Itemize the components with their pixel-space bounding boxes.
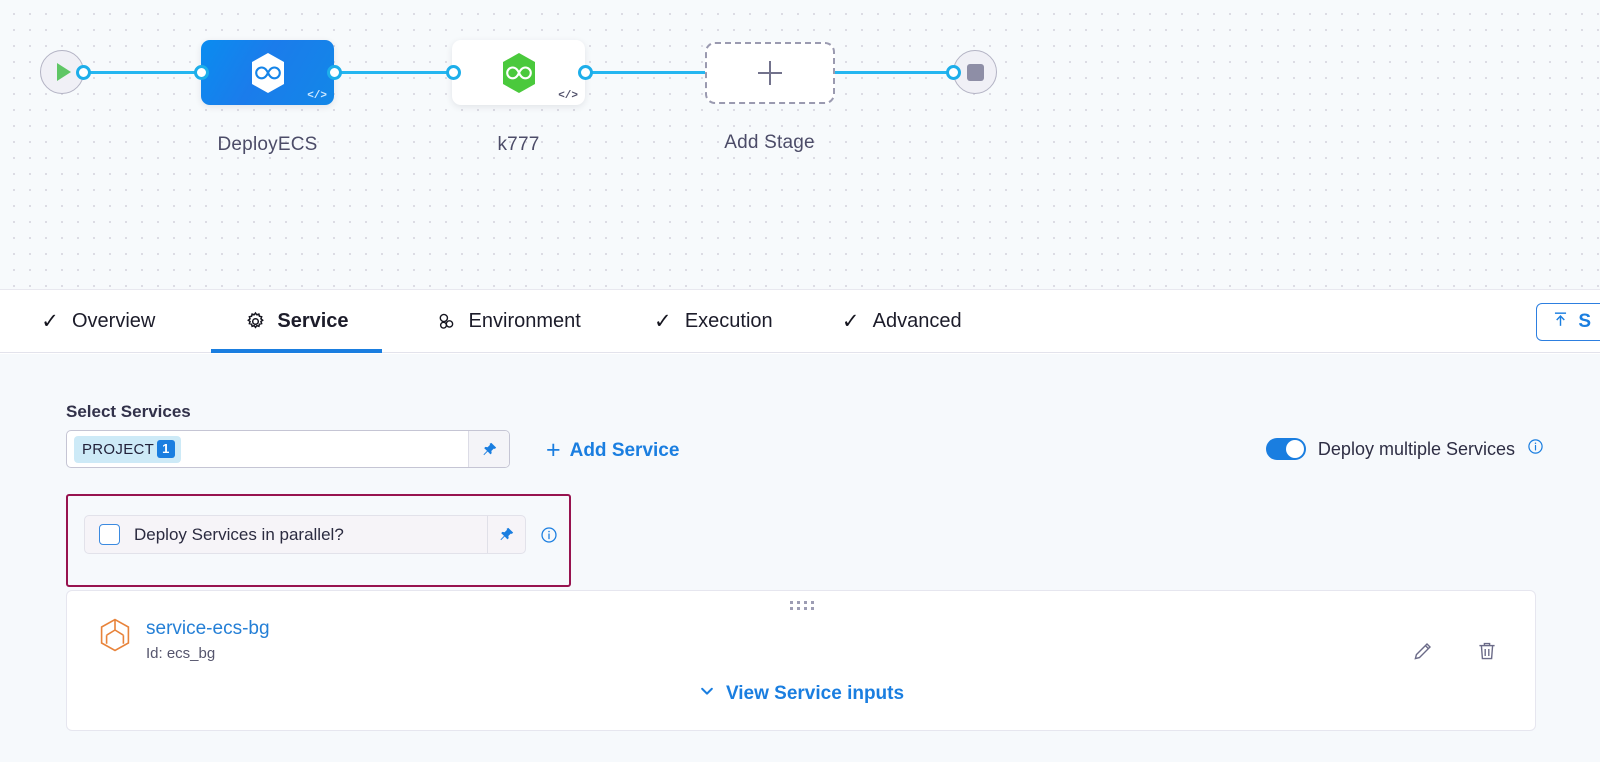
toggle-knob — [1285, 440, 1304, 458]
port-deployecs-out[interactable] — [327, 65, 342, 80]
plus-icon: + — [546, 436, 561, 464]
check-icon: ✓ — [654, 310, 672, 333]
select-services-label: Select Services — [66, 402, 191, 421]
stage-label-deployecs: DeployECS — [217, 134, 318, 155]
info-icon[interactable] — [1527, 438, 1544, 460]
deploy-multiple-services-toggle[interactable] — [1265, 438, 1306, 460]
save-button[interactable]: S — [1536, 303, 1600, 341]
deploy-multiple-services-row: Deploy multiple Services — [1265, 438, 1544, 460]
tab-environment[interactable]: Environment — [436, 291, 581, 353]
edge-addstage-to-end — [828, 71, 963, 74]
pencil-icon[interactable] — [1411, 639, 1435, 668]
info-icon[interactable] — [540, 526, 558, 549]
harness-hexagon-icon — [251, 52, 284, 93]
deploy-multiple-services-label: Deploy multiple Services — [1317, 438, 1515, 459]
deploy-in-parallel-label: Deploy Services in parallel? — [134, 524, 344, 544]
chevron-down-icon — [698, 682, 716, 706]
tab-overview-label: Overview — [72, 310, 156, 332]
add-stage-label: Add Stage — [724, 132, 815, 153]
port-k777-in[interactable] — [446, 65, 461, 80]
service-cube-icon — [98, 617, 132, 658]
tab-service[interactable]: Service — [211, 291, 382, 353]
add-service-label: Add Service — [569, 439, 680, 461]
add-stage-button[interactable] — [705, 42, 835, 104]
stop-icon — [966, 63, 984, 81]
stage-tabbar: ✓ Overview Service Environment — [0, 291, 1600, 353]
add-service-button[interactable]: + Add Service — [546, 438, 679, 463]
port-end-in[interactable] — [946, 65, 961, 80]
tab-advanced[interactable]: ✓ Advanced — [840, 291, 962, 353]
service-entry: service-ecs-bg Id: ecs_bg — [98, 617, 270, 662]
select-services-input[interactable]: PROJECT 1 — [66, 430, 510, 468]
service-name-link[interactable]: service-ecs-bg — [146, 618, 270, 639]
harness-hexagon-icon — [502, 52, 535, 93]
edge-start-to-deployecs — [84, 71, 209, 74]
tab-environment-label: Environment — [468, 310, 581, 332]
pipeline-canvas[interactable]: </> DeployECS </> k777 Add Stage — [0, 0, 1600, 290]
stage-node-k777[interactable]: </> — [452, 40, 585, 105]
gear-icon — [244, 311, 266, 333]
check-icon: ✓ — [41, 310, 59, 333]
tab-execution[interactable]: ✓ Execution — [652, 291, 773, 353]
stage-node-deployecs[interactable]: </> — [201, 40, 334, 105]
pin-icon[interactable] — [468, 431, 509, 467]
tab-execution-label: Execution — [684, 310, 773, 332]
pin-icon[interactable] — [487, 516, 525, 553]
service-tab-panel: Select Services PROJECT 1 + Add Service … — [0, 354, 1600, 762]
pipeline-graph: </> DeployECS </> k777 Add Stage — [0, 0, 1600, 290]
tab-overview[interactable]: ✓ Overview — [39, 291, 155, 353]
trash-icon[interactable] — [1475, 639, 1499, 668]
stage-code-badge-icon[interactable]: </> — [307, 90, 327, 102]
service-id-label: Id: ecs_bg — [146, 644, 216, 662]
view-service-inputs-label: View Service inputs — [725, 683, 905, 704]
port-deployecs-in[interactable] — [194, 65, 209, 80]
view-service-inputs-button[interactable]: View Service inputs — [698, 682, 904, 706]
check-icon: ✓ — [841, 310, 860, 333]
service-card-actions — [1411, 639, 1499, 668]
play-icon — [57, 63, 71, 81]
port-start-out[interactable] — [76, 65, 91, 80]
edge-k777-to-addstage — [578, 71, 713, 74]
save-button-label: S — [1578, 311, 1591, 332]
parallel-highlight-box: Deploy Services in parallel? — [66, 494, 571, 587]
scope-chip-label: PROJECT — [82, 440, 155, 458]
port-k777-out[interactable] — [578, 65, 593, 80]
drag-handle-icon[interactable] — [790, 601, 814, 610]
scope-chip-count: 1 — [157, 439, 175, 459]
tab-advanced-label: Advanced — [872, 310, 962, 332]
cluster-icon — [436, 311, 458, 333]
service-card: service-ecs-bg Id: ecs_bg — [66, 590, 1536, 731]
stage-code-badge-icon[interactable]: </> — [558, 90, 578, 102]
edge-deployecs-to-k777 — [327, 71, 460, 74]
scope-chip-project[interactable]: PROJECT 1 — [74, 435, 181, 463]
tab-service-label: Service — [277, 310, 349, 332]
stage-label-k777: k777 — [497, 134, 540, 155]
upload-to-top-icon — [1551, 310, 1570, 335]
deploy-in-parallel-field[interactable]: Deploy Services in parallel? — [84, 515, 526, 554]
deploy-in-parallel-checkbox[interactable] — [99, 524, 120, 545]
